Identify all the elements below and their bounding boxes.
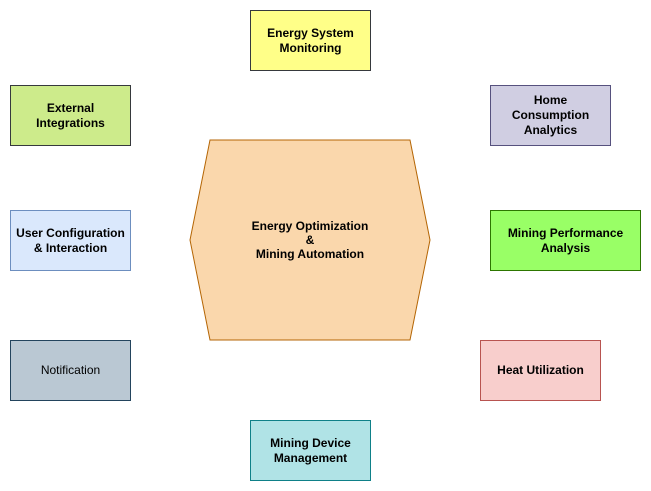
notification-label: Notification [40, 363, 101, 377]
external-integrations-label: External Integrations [36, 100, 105, 130]
energy-system-monitoring-box: Energy System Monitoring [250, 10, 371, 71]
home-consumption-analytics-label: Home Consumption Analytics [511, 93, 590, 137]
external-integrations-box: External Integrations [10, 85, 131, 146]
heat-utilization-label: Heat Utilization [497, 363, 584, 377]
energy-system-monitoring-label: Energy System Monitoring [267, 25, 354, 55]
user-configuration-interaction-label: User Configuration & Interaction [16, 225, 125, 255]
mining-performance-analysis-box: Mining Performance Analysis [490, 210, 641, 271]
notification-box: Notification [10, 340, 131, 401]
mining-device-management-box: Mining Device Management [250, 420, 371, 481]
heat-utilization-box: Heat Utilization [480, 340, 601, 401]
center-hexagon [189, 139, 431, 341]
center-hexagon-label: Energy Optimization & Mining Automation [251, 219, 369, 261]
home-consumption-analytics-box: Home Consumption Analytics [490, 85, 611, 146]
mining-device-management-label: Mining Device Management [270, 435, 351, 465]
user-configuration-interaction-box: User Configuration & Interaction [10, 210, 131, 271]
mining-performance-analysis-label: Mining Performance Analysis [507, 225, 624, 255]
